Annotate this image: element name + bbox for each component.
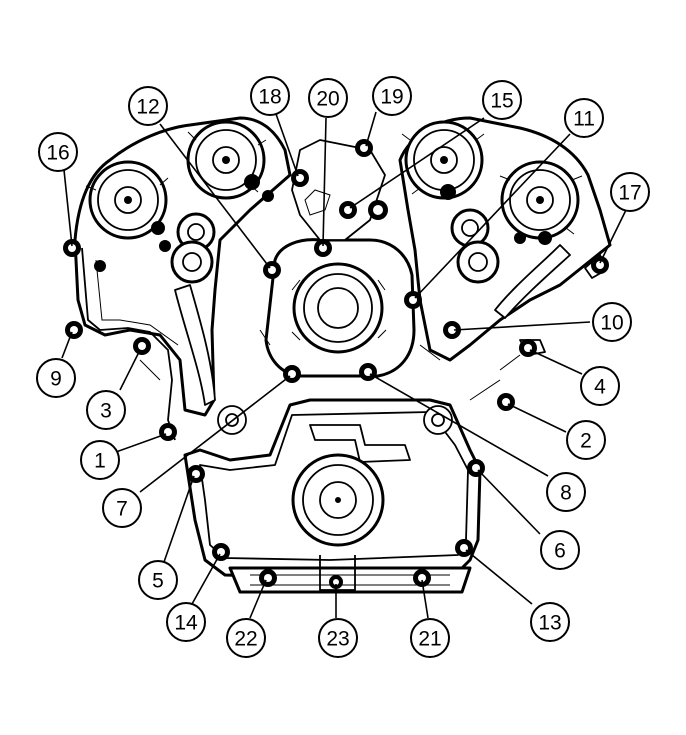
callout-label: 6 [554, 540, 566, 563]
callout-label: 12 [136, 96, 159, 119]
right-chain-guide [494, 244, 571, 319]
callout-15: 15 [482, 80, 522, 120]
callout-label: 3 [100, 400, 112, 423]
callout-label: 15 [490, 90, 513, 113]
callout-8: 8 [546, 472, 586, 512]
callout-20: 20 [308, 78, 348, 118]
callout-5: 5 [138, 560, 178, 600]
bolt-19 [355, 139, 373, 157]
right-cam-sprockets [401, 120, 583, 240]
leader-8 [369, 373, 549, 477]
leader-4 [529, 349, 583, 375]
callout-label: 21 [418, 628, 441, 651]
callout-22: 22 [226, 618, 266, 658]
callout-label: 20 [316, 88, 339, 111]
bolt-21 [413, 569, 431, 587]
leader-9 [61, 331, 73, 359]
bolt-4 [519, 339, 537, 357]
leader-6 [477, 469, 541, 535]
callout-13: 13 [530, 602, 570, 642]
bolt-8 [359, 363, 377, 381]
callout-18: 18 [250, 76, 290, 116]
callout-16: 16 [38, 132, 78, 172]
leader-3 [119, 349, 141, 391]
callout-11: 11 [564, 98, 604, 138]
bolt-1 [159, 423, 177, 441]
callout-6: 6 [540, 530, 580, 570]
bolt-18 [291, 169, 309, 187]
center-upper-housing [291, 139, 386, 241]
callout-3: 3 [86, 390, 126, 430]
bolt-9 [65, 321, 83, 339]
callout-label: 7 [116, 498, 128, 521]
leader-lines [61, 111, 627, 619]
callout-9: 9 [36, 358, 76, 398]
callout-label: 1 [94, 450, 106, 473]
leader-7 [139, 375, 291, 493]
callout-label: 10 [600, 312, 623, 335]
engine-line-art [73, 116, 612, 594]
leader-2 [507, 403, 567, 433]
callout-2: 2 [566, 420, 606, 460]
leader-10 [453, 321, 591, 331]
callout-label: 23 [326, 628, 349, 651]
leader-14 [191, 553, 221, 605]
callout-12: 12 [128, 86, 168, 126]
left-cover-edge [81, 247, 176, 441]
callout-label: 17 [618, 182, 641, 205]
callout-label: 13 [538, 612, 561, 635]
callout-10: 10 [592, 302, 632, 342]
callout-label: 9 [50, 368, 62, 391]
callout-label: 14 [174, 612, 198, 635]
callout-label: 8 [560, 482, 572, 505]
callout-label: 11 [573, 108, 595, 131]
leader-19 [365, 111, 377, 147]
callout-label: 2 [580, 430, 592, 453]
bolt-5 [187, 465, 205, 483]
callout-label: 22 [234, 628, 257, 651]
leader-16 [63, 169, 73, 247]
idler-pulleys [170, 208, 500, 284]
callout-1: 1 [80, 440, 120, 480]
leader-11 [414, 133, 571, 299]
bolt-22 [259, 569, 277, 587]
callout-7: 7 [102, 488, 142, 528]
callout-label: 19 [380, 86, 403, 109]
leader-22 [249, 579, 267, 619]
leader-21 [421, 579, 429, 619]
bolt-2 [497, 393, 515, 411]
leader-18 [275, 113, 299, 177]
bolt-3 [133, 337, 151, 355]
leader-13 [465, 549, 533, 605]
leader-5 [163, 475, 195, 563]
bolt-14 [212, 543, 230, 561]
callout-14: 14 [166, 602, 206, 642]
callout-21: 21 [410, 618, 450, 658]
bolt-17 [591, 256, 609, 274]
callout-label: 18 [258, 86, 281, 109]
callout-label: 4 [594, 376, 606, 399]
oil-pan-rail [228, 566, 472, 594]
bolt-15 [339, 201, 357, 219]
callout-4: 4 [580, 366, 620, 406]
callout-17: 17 [610, 172, 650, 212]
left-chain-guide [174, 284, 216, 406]
bolt-20 [314, 239, 332, 257]
leader-20 [322, 117, 327, 247]
callout-19: 19 [372, 76, 412, 116]
leader-17 [599, 209, 627, 264]
leader-12 [159, 123, 271, 269]
leader-1 [115, 433, 167, 453]
bolt-16 [63, 239, 81, 257]
bolt-23 [329, 575, 343, 589]
callout-labels: 1 2 3 4 5 6 7 8 9 10 11 12 13 14 15 16 1… [36, 76, 650, 658]
lower-cover-rib [309, 424, 411, 463]
callout-label: 5 [152, 570, 164, 593]
callout-label: 16 [46, 142, 69, 165]
bolt-12 [263, 261, 281, 279]
bolt-10 [443, 321, 461, 339]
callout-23: 23 [318, 618, 358, 658]
leader-15 [349, 117, 485, 209]
